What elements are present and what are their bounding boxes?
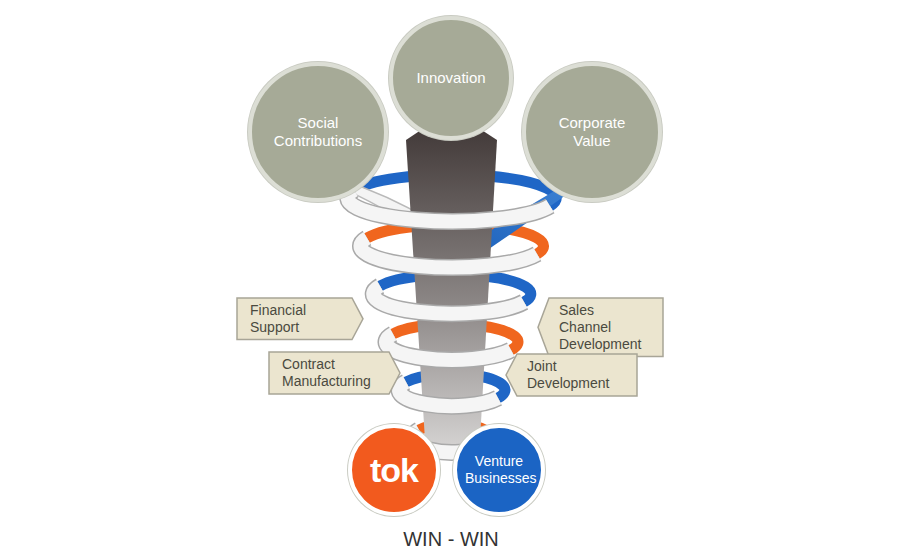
text-holder: tok [370, 450, 418, 491]
helix-front [348, 190, 550, 452]
helix-front-edge [399, 382, 498, 406]
text-holder: Joint Development [527, 358, 624, 392]
text-holder: Venture Businesses [465, 453, 533, 487]
text-holder: Contract Manufacturing [282, 356, 379, 390]
support-tag: Sales Channel Development [537, 297, 664, 357]
tag-fill [237, 298, 363, 340]
node-text: Contract Manufacturing [282, 356, 379, 390]
helix-front-edge [348, 190, 550, 221]
helix-front-edge [373, 286, 524, 314]
support-tag: Financial Support [236, 297, 364, 341]
node-text: tok [370, 450, 418, 491]
text-holder: Sales Channel Development [559, 302, 650, 352]
text-holder: Innovation [416, 69, 485, 87]
goal-circle: Innovation [389, 16, 513, 140]
tag-fill [269, 352, 400, 394]
node-text: Joint Development [527, 358, 624, 392]
helix-front-band [360, 238, 537, 268]
company-circle: tok [348, 424, 440, 516]
node-text: Innovation [416, 69, 485, 87]
node-text: Social Contributions [266, 114, 370, 150]
footer-label: WIN - WIN [403, 528, 499, 551]
partner-circle: Venture Businesses [453, 424, 545, 516]
helix-front-band [399, 382, 498, 406]
node-text: Financial Support [250, 302, 342, 336]
goal-circle: Social Contributions [248, 62, 388, 202]
goal-circle: Corporate Value [522, 62, 662, 202]
helix-front-band [348, 190, 550, 221]
support-tag: Joint Development [505, 353, 638, 397]
tag-fill [506, 354, 637, 396]
helix-front-edge [386, 334, 511, 360]
helix-front-edge [360, 238, 537, 268]
tag-fill [538, 298, 663, 356]
node-text: Sales Channel Development [559, 302, 650, 352]
helix-front-band [386, 334, 511, 360]
node-text: Corporate Value [540, 114, 644, 150]
text-holder: Corporate Value [540, 114, 644, 150]
node-text: Venture Businesses [465, 453, 533, 487]
text-holder: Financial Support [250, 302, 342, 336]
support-tag: Contract Manufacturing [268, 351, 401, 395]
helix-front-band [373, 286, 524, 314]
text-holder: Social Contributions [266, 114, 370, 150]
